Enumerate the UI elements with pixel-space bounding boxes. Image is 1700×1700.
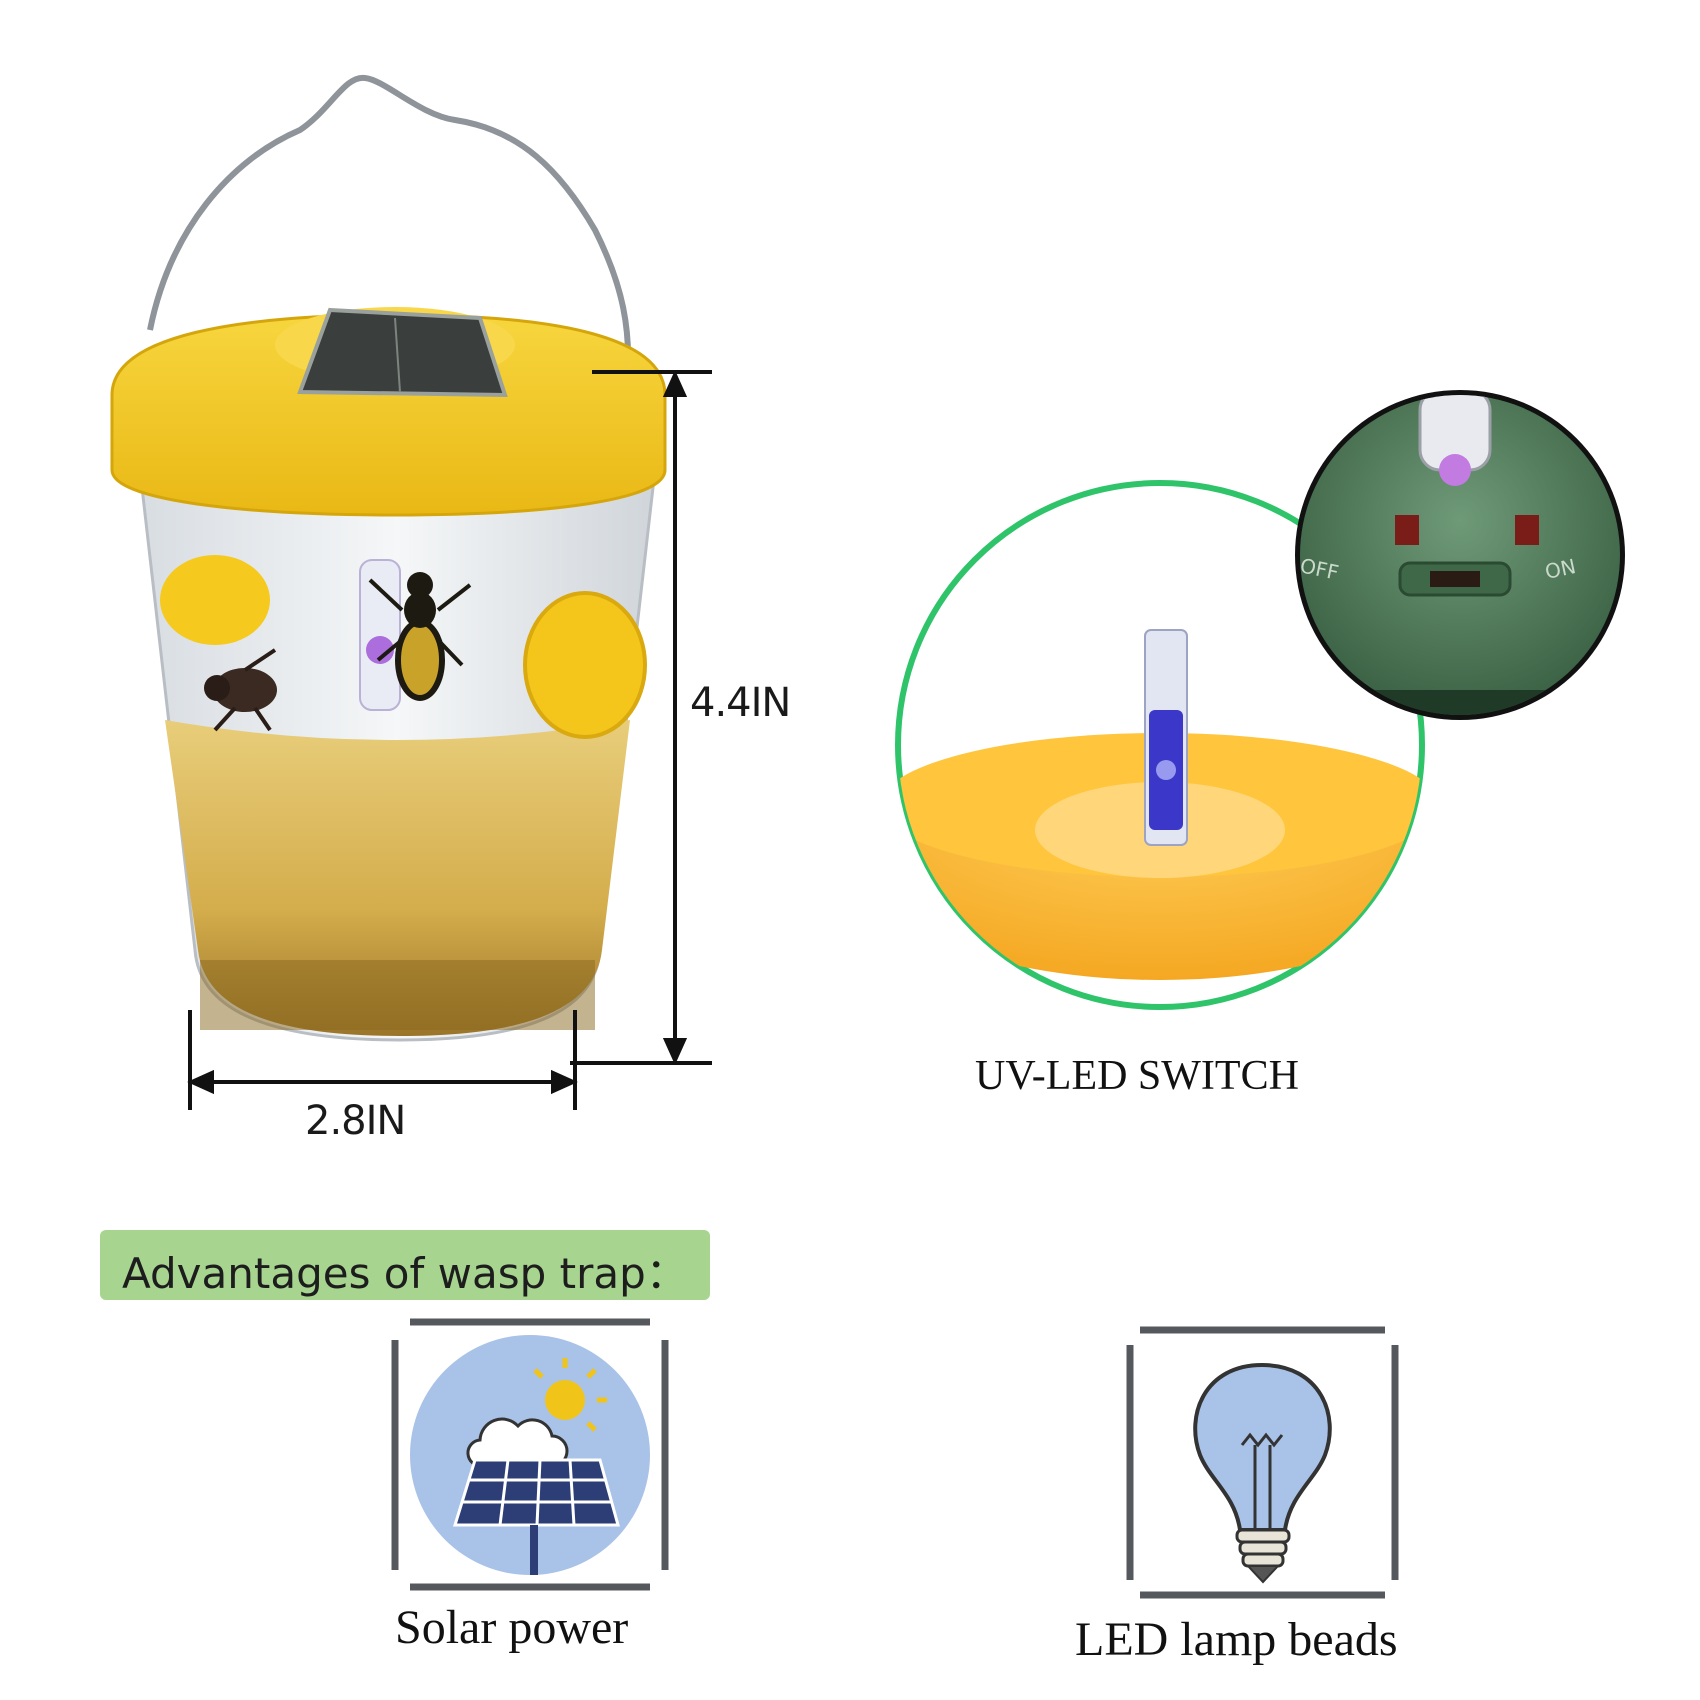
width-dimension — [187, 1010, 578, 1110]
lid-solar-panel — [297, 307, 508, 398]
uv-led-caption: UV-LED SWITCH — [975, 1053, 1299, 1099]
side-entry-right — [523, 591, 647, 739]
fly — [204, 648, 277, 732]
solar-power-caption: Solar power — [395, 1601, 629, 1654]
led-icon-frame — [1126, 1326, 1399, 1599]
led-lamp-beads-caption: LED lamp beads — [1075, 1613, 1398, 1666]
width-dimension-label: 2.8IN — [305, 1098, 406, 1144]
height-dimension-label: 4.4IN — [690, 680, 791, 726]
solar-panel-icon — [410, 1335, 650, 1575]
wasp — [368, 572, 472, 701]
uv-led-detail — [895, 480, 1425, 1010]
advantages-title: Advantages of wasp trap： — [122, 1249, 688, 1298]
wire-handle — [147, 74, 632, 401]
liquid — [165, 720, 630, 1036]
light-bulb-icon — [1193, 1362, 1332, 1584]
side-entry-left — [160, 555, 270, 645]
height-dimension — [570, 370, 712, 1065]
switch-closeup — [1295, 390, 1625, 720]
solar-icon-frame — [391, 1318, 669, 1591]
advantages-banner — [100, 1230, 710, 1300]
